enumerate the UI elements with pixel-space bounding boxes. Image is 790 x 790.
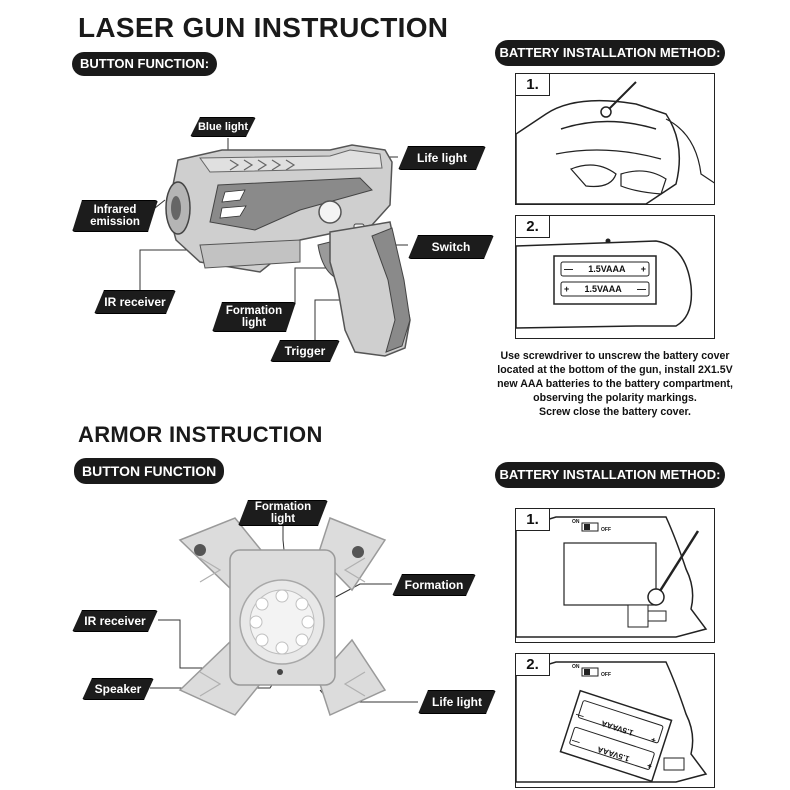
gun-battery-heading: BATTERY INSTALLATION METHOD: bbox=[495, 40, 725, 66]
armor-battery-step-1-number: 1. bbox=[516, 509, 550, 531]
gun-battery-step-2-number: 2. bbox=[516, 216, 550, 238]
armor-step1-switch-off: OFF bbox=[601, 527, 611, 533]
armor-battery-step-2-number: 2. bbox=[516, 654, 550, 676]
armor-button-function-heading: BUTTON FUNCTION bbox=[74, 458, 225, 484]
armor-label-formation: Formation bbox=[392, 574, 476, 596]
armor-label-ir-receiver: IR receiver bbox=[72, 610, 158, 632]
gun-title: LASER GUN INSTRUCTION bbox=[78, 12, 449, 43]
gun-label-trigger: Trigger bbox=[270, 340, 340, 362]
gun-label-blue-light: Blue light bbox=[190, 117, 256, 137]
gun-battery-step-1-number: 1. bbox=[516, 74, 550, 96]
gun-label-ir-receiver: IR receiver bbox=[94, 290, 176, 314]
gun-screwdriver-illustration bbox=[516, 81, 714, 204]
armor-battery-step-2: 2. +1.5VAAA— +1.5VAAA— ON OFF bbox=[515, 653, 715, 788]
armor-title: ARMOR INSTRUCTION bbox=[78, 422, 323, 447]
armor-battery-compartment-illustration bbox=[516, 661, 708, 783]
gun-battery-instructions: Use screwdriver to unscrew the battery c… bbox=[497, 350, 733, 418]
armor-step1-switch-on: ON bbox=[572, 519, 580, 525]
gun-battery-step-2: 2. —1.5VAAA+ +1.5VAAA— bbox=[515, 215, 715, 339]
armor-battery-heading: BATTERY INSTALLATION METHOD: bbox=[495, 462, 725, 488]
gun-battery-cell-top: —1.5VAAA+ bbox=[564, 264, 646, 274]
armor-screwdriver-illustration bbox=[516, 516, 708, 638]
armor-label-speaker: Speaker bbox=[82, 678, 154, 700]
gun-battery-compartment-illustration bbox=[516, 238, 693, 329]
armor-battery-step-1: 1. ON OFF bbox=[515, 508, 715, 643]
gun-battery-cell-bottom: +1.5VAAA— bbox=[564, 284, 646, 294]
gun-battery-step-1: 1. bbox=[515, 73, 715, 205]
gun-button-function-heading: BUTTON FUNCTION: bbox=[72, 52, 218, 76]
armor-step2-switch-off: OFF bbox=[601, 672, 611, 678]
armor-step2-switch-on: ON bbox=[572, 664, 580, 670]
armor-label-life-light: Life light bbox=[418, 690, 496, 714]
